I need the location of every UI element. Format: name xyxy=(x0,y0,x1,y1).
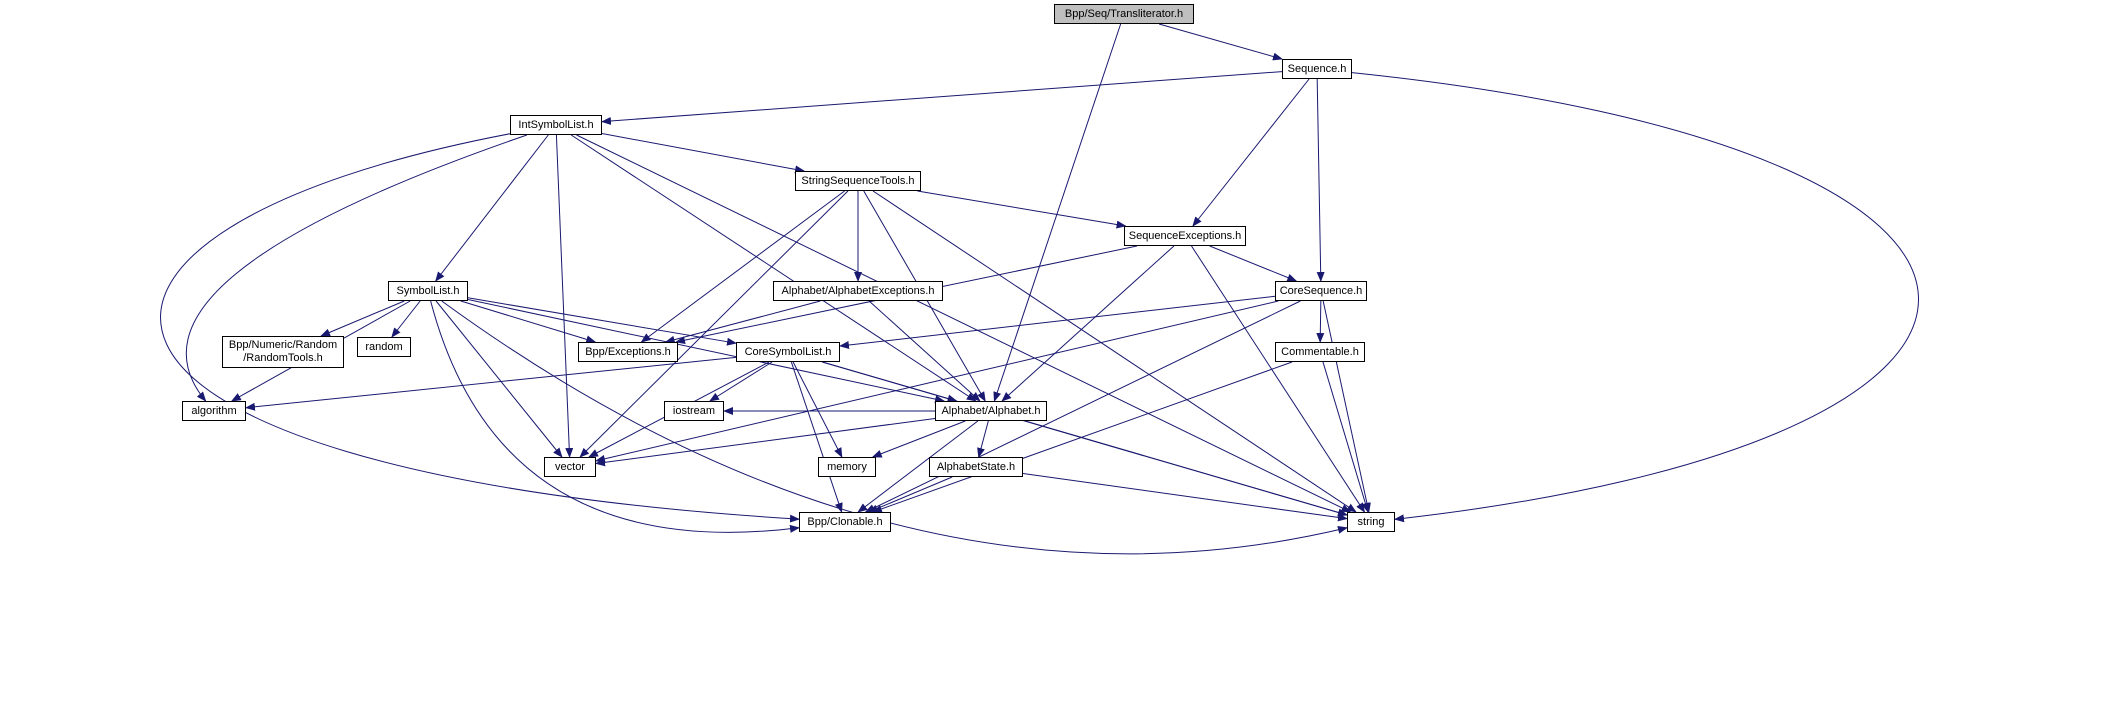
edge-coresequence-to-commentable xyxy=(1316,300,1325,343)
node-commentable[interactable]: Commentable.h xyxy=(1275,342,1365,362)
node-algorithm[interactable]: algorithm xyxy=(182,401,246,421)
edge-alphabetstate-to-string xyxy=(1022,473,1348,522)
edge-sequence-to-sequenceexceptions xyxy=(1192,78,1310,227)
node-transliterator[interactable]: Bpp/Seq/Transliterator.h xyxy=(1054,4,1194,24)
edge-alphabetexceptions-to-bppexceptions xyxy=(664,300,821,344)
edge-stringsequencetools-to-sequenceexceptions xyxy=(917,190,1127,229)
edge-sequence-to-coresequence xyxy=(1316,78,1325,282)
edge-coresequence-to-string xyxy=(1322,300,1371,513)
edge-sequenceexceptions-to-string xyxy=(1191,245,1366,513)
edge-coresequence-to-coresymbollist xyxy=(839,295,1276,349)
edge-stringsequencetools-to-vector xyxy=(579,190,849,458)
edge-coresequence-to-vector xyxy=(595,300,1279,463)
edge-coresymbollist-to-algorithm xyxy=(245,356,737,411)
edge-symbollist-to-coresymbollist xyxy=(467,297,737,346)
node-string[interactable]: string xyxy=(1347,512,1395,532)
edge-symbollist-to-alphabet xyxy=(467,299,946,404)
edge-stringsequencetools-to-bppexceptions xyxy=(640,190,845,343)
node-alphabet[interactable]: Alphabet/Alphabet.h xyxy=(935,401,1047,421)
edge-symbollist-to-random xyxy=(391,300,421,338)
edge-intsymbollist-to-clonable xyxy=(160,133,800,523)
edge-symbollist-to-randomtools xyxy=(320,300,405,337)
edge-sequenceexceptions-to-alphabet xyxy=(1001,245,1175,402)
edge-coresymbollist-to-iostream xyxy=(709,361,773,402)
edge-intsymbollist-to-algorithm xyxy=(185,134,528,402)
node-memory[interactable]: memory xyxy=(818,457,876,477)
node-sequence[interactable]: Sequence.h xyxy=(1282,59,1352,79)
node-coresymbollist[interactable]: CoreSymbolList.h xyxy=(736,342,840,362)
node-alphabetstate[interactable]: AlphabetState.h xyxy=(929,457,1023,477)
edge-transliterator-to-sequence xyxy=(1158,23,1283,61)
edge-alphabet-to-clonable xyxy=(857,420,979,513)
edge-symbollist-to-string xyxy=(441,300,1348,555)
edge-sequence-to-intsymbollist xyxy=(601,71,1283,125)
edge-intsymbollist-to-stringsequencetools xyxy=(601,133,806,174)
edge-alphabet-to-vector xyxy=(595,417,936,467)
edge-symbollist-to-vector xyxy=(435,300,563,458)
node-symbollist[interactable]: SymbolList.h xyxy=(388,281,468,301)
node-stringsequencetools[interactable]: StringSequenceTools.h xyxy=(795,171,921,191)
edge-intsymbollist-to-symbollist xyxy=(435,134,549,282)
edge-alphabet-to-alphabetstate xyxy=(977,420,989,458)
edge-alphabet-to-string xyxy=(1025,420,1348,517)
edge-alphabetexceptions-to-alphabet xyxy=(868,300,981,402)
node-iostream[interactable]: iostream xyxy=(664,401,724,421)
edge-stringsequencetools-to-string xyxy=(872,190,1357,513)
edge-transliterator-to-alphabet xyxy=(993,23,1122,402)
edge-intsymbollist-to-string xyxy=(576,134,1352,513)
node-alphabetexceptions[interactable]: Alphabet/AlphabetExceptions.h xyxy=(773,281,943,301)
edge-alphabet-to-memory xyxy=(871,420,966,458)
edge-commentable-to-string xyxy=(1322,361,1370,513)
node-vector[interactable]: vector xyxy=(544,457,596,477)
edge-sequence-to-string xyxy=(1351,72,1919,523)
node-random[interactable]: random xyxy=(357,337,411,357)
edge-intsymbollist-to-alphabet xyxy=(570,134,977,402)
edge-symbollist-to-bppexceptions xyxy=(460,300,597,344)
node-bppexceptions[interactable]: Bpp/Exceptions.h xyxy=(578,342,678,362)
edge-coresymbollist-to-memory xyxy=(792,361,843,458)
edge-alphabetstate-to-clonable xyxy=(867,476,953,513)
edge-intsymbollist-to-vector xyxy=(555,134,574,458)
edge-coresequence-to-clonable xyxy=(864,300,1301,513)
node-coresequence[interactable]: CoreSequence.h xyxy=(1275,281,1367,301)
node-randomtools[interactable]: Bpp/Numeric/Random /RandomTools.h xyxy=(222,336,344,368)
edge-symbollist-to-clonable xyxy=(430,300,800,533)
node-sequenceexceptions[interactable]: SequenceExceptions.h xyxy=(1124,226,1246,246)
node-intsymbollist[interactable]: IntSymbolList.h xyxy=(510,115,602,135)
edge-commentable-to-clonable xyxy=(871,361,1293,513)
edge-sequenceexceptions-to-coresequence xyxy=(1209,245,1298,282)
node-clonable[interactable]: Bpp/Clonable.h xyxy=(799,512,891,532)
edge-coresymbollist-to-clonable xyxy=(790,361,843,513)
